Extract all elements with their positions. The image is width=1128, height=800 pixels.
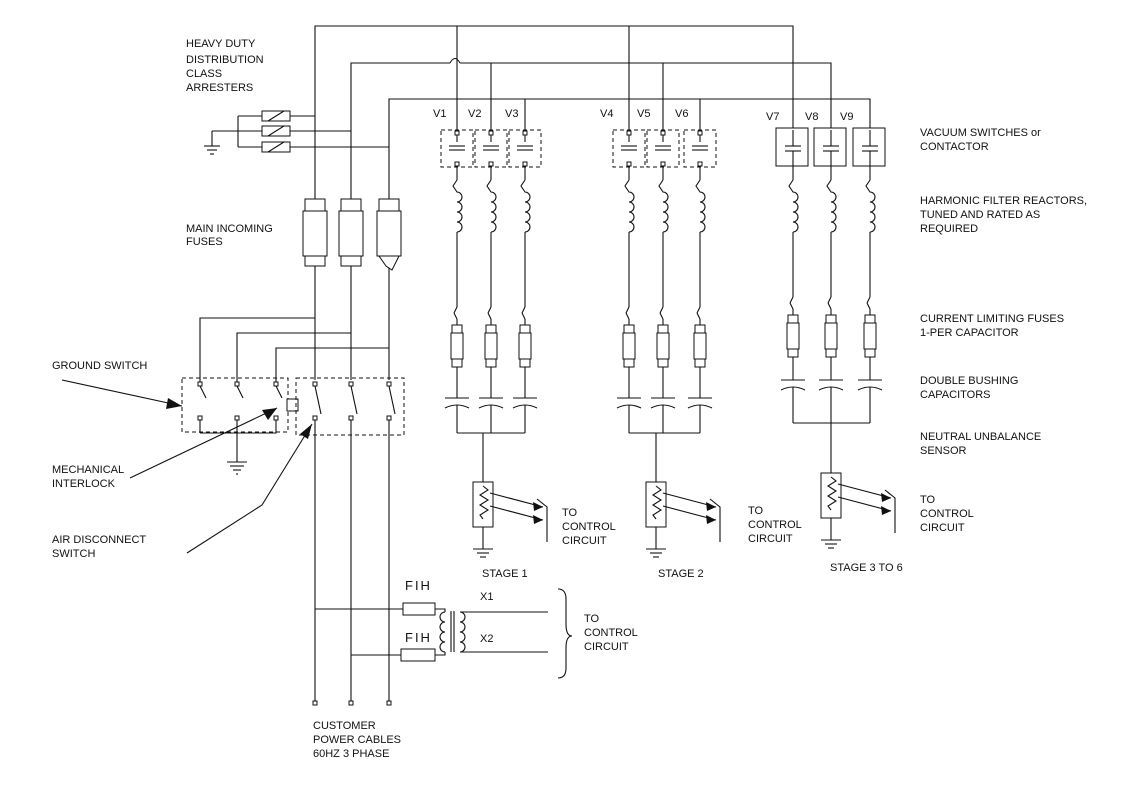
capacitor-branches: V1 V2 V3 V4 V5 V6 V7 V8 V9 bbox=[433, 108, 886, 434]
switch-label-4: V4 bbox=[600, 108, 613, 120]
current-limiting-fuse bbox=[450, 332, 464, 360]
filter-reactor bbox=[826, 179, 837, 233]
vacuum-label-1: VACUUM SWITCHES or bbox=[920, 127, 1041, 139]
current-limiting-fuse bbox=[622, 332, 636, 360]
arresters-label-2: DISTRIBUTION bbox=[186, 54, 264, 66]
customer-label-3: 60HZ 3 PHASE bbox=[313, 748, 389, 760]
switch-label-5: V5 bbox=[637, 108, 650, 120]
filter-reactor bbox=[788, 179, 799, 233]
switch-label-3: V3 bbox=[505, 108, 518, 120]
current-limiting-fuse bbox=[863, 322, 877, 350]
main-fuses-label-2: FUSES bbox=[186, 236, 223, 248]
interlock-label-2: INTERLOCK bbox=[52, 478, 116, 490]
stage-3-control-label-3: CIRCUIT bbox=[920, 522, 965, 534]
x2-label: X2 bbox=[480, 633, 493, 645]
stage-3-control-label-1: TO bbox=[920, 494, 936, 506]
harmonic-label-3: REQUIRED bbox=[920, 223, 978, 235]
capacitors-label-2: CAPACITORS bbox=[920, 389, 991, 401]
current-limiting-fuse bbox=[518, 332, 532, 360]
filter-reactor bbox=[658, 179, 669, 233]
vacuum-contactor bbox=[775, 127, 809, 167]
neutral-label-1: NEUTRAL UNBALANCE bbox=[920, 431, 1041, 443]
cl-fuses-label-1: CURRENT LIMITING FUSES bbox=[920, 313, 1064, 325]
bus-wiring bbox=[314, 25, 871, 240]
current-limiting-fuse bbox=[786, 322, 800, 350]
xfmr-control-label-3: CIRCUIT bbox=[584, 641, 629, 653]
main-fuses bbox=[302, 198, 402, 380]
stage-2-branch: V4 V5 V6 bbox=[600, 108, 717, 434]
stage-1-control-label-3: CIRCUIT bbox=[562, 535, 607, 547]
air-switch-label-1: AIR DISCONNECT bbox=[52, 534, 146, 546]
stage-2-control-label-1: TO bbox=[748, 505, 764, 517]
neutral-sensors: TO CONTROL CIRCUIT STAGE 1 TO CONTROL CIRCUIT S… bbox=[472, 423, 974, 580]
ground-switch bbox=[181, 317, 389, 475]
filter-reactor bbox=[520, 179, 531, 233]
cl-fuses-label-2: 1-PER CAPACITOR bbox=[920, 327, 1019, 339]
harmonic-label-2: TUNED AND RATED AS bbox=[920, 209, 1040, 221]
filter-reactor bbox=[695, 179, 706, 233]
leader-lines bbox=[61, 379, 313, 554]
labels: HEAVY DUTY DISTRIBUTION CLASS ARRESTERS … bbox=[52, 38, 1087, 760]
xfmr-control-label-1: TO bbox=[584, 613, 600, 625]
current-limiting-fuse bbox=[693, 332, 707, 360]
switch-label-1: V1 bbox=[433, 108, 446, 120]
air-disconnect-switch bbox=[286, 377, 405, 706]
stage-label-1: STAGE 1 bbox=[482, 568, 528, 580]
ground-switch-label: GROUND SWITCH bbox=[52, 360, 147, 372]
neutral-label-2: SENSOR bbox=[920, 445, 967, 457]
fih-label-1: FIH bbox=[405, 578, 432, 593]
capacitors-label-1: DOUBLE BUSHING bbox=[920, 375, 1018, 387]
surge-arresters bbox=[204, 110, 389, 155]
filter-reactor bbox=[865, 179, 876, 233]
stage-label-3: STAGE 3 TO 6 bbox=[830, 562, 903, 574]
stage-1-control-label-1: TO bbox=[562, 507, 578, 519]
switch-label-7: V7 bbox=[766, 111, 779, 123]
customer-label-1: CUSTOMER bbox=[313, 720, 376, 732]
current-limiting-fuse bbox=[484, 332, 498, 360]
current-limiting-fuse bbox=[824, 322, 838, 350]
stage-3-branch: V7 V8 V9 bbox=[766, 111, 886, 424]
main-fuses-label-1: MAIN INCOMING bbox=[186, 223, 273, 235]
stage-2-control-label-3: CIRCUIT bbox=[748, 533, 793, 545]
filter-reactor bbox=[452, 179, 463, 233]
arresters-label-4: ARRESTERS bbox=[186, 82, 253, 94]
arresters-label-1: HEAVY DUTY bbox=[186, 38, 256, 50]
stage-1-control-label-2: CONTROL bbox=[562, 521, 616, 533]
vacuum-contactor bbox=[813, 127, 847, 167]
interlock-label-1: MECHANICAL bbox=[52, 464, 124, 476]
fih-label-2: FIH bbox=[405, 630, 432, 645]
customer-label-2: POWER CABLES bbox=[313, 734, 401, 746]
control-transformer bbox=[315, 588, 573, 679]
arresters-label-3: CLASS bbox=[186, 68, 222, 80]
switch-label-8: V8 bbox=[805, 111, 818, 123]
switch-label-9: V9 bbox=[840, 111, 853, 123]
xfmr-control-label-2: CONTROL bbox=[584, 627, 638, 639]
x1-label: X1 bbox=[480, 591, 493, 603]
vacuum-label-2: CONTACTOR bbox=[920, 141, 989, 153]
filter-reactor bbox=[486, 179, 497, 233]
neutral-sensor-3: TO CONTROL CIRCUIT STAGE 3 TO 6 bbox=[820, 423, 974, 574]
current-limiting-fuse bbox=[656, 332, 670, 360]
stage-1-branch: V1 V2 V3 bbox=[433, 108, 542, 434]
neutral-sensor-2: TO CONTROL CIRCUIT STAGE 2 bbox=[645, 433, 802, 580]
switch-label-6: V6 bbox=[675, 108, 688, 120]
stage-label-2: STAGE 2 bbox=[658, 568, 704, 580]
harmonic-label-1: HARMONIC FILTER REACTORS, bbox=[920, 195, 1087, 207]
air-switch-label-2: SWITCH bbox=[52, 548, 95, 560]
stage-3-control-label-2: CONTROL bbox=[920, 508, 974, 520]
switch-label-2: V2 bbox=[468, 108, 481, 120]
vacuum-contactor bbox=[852, 127, 886, 167]
neutral-sensor-1: TO CONTROL CIRCUIT STAGE 1 bbox=[472, 433, 616, 580]
stage-2-control-label-2: CONTROL bbox=[748, 519, 802, 531]
filter-reactor bbox=[624, 179, 635, 233]
